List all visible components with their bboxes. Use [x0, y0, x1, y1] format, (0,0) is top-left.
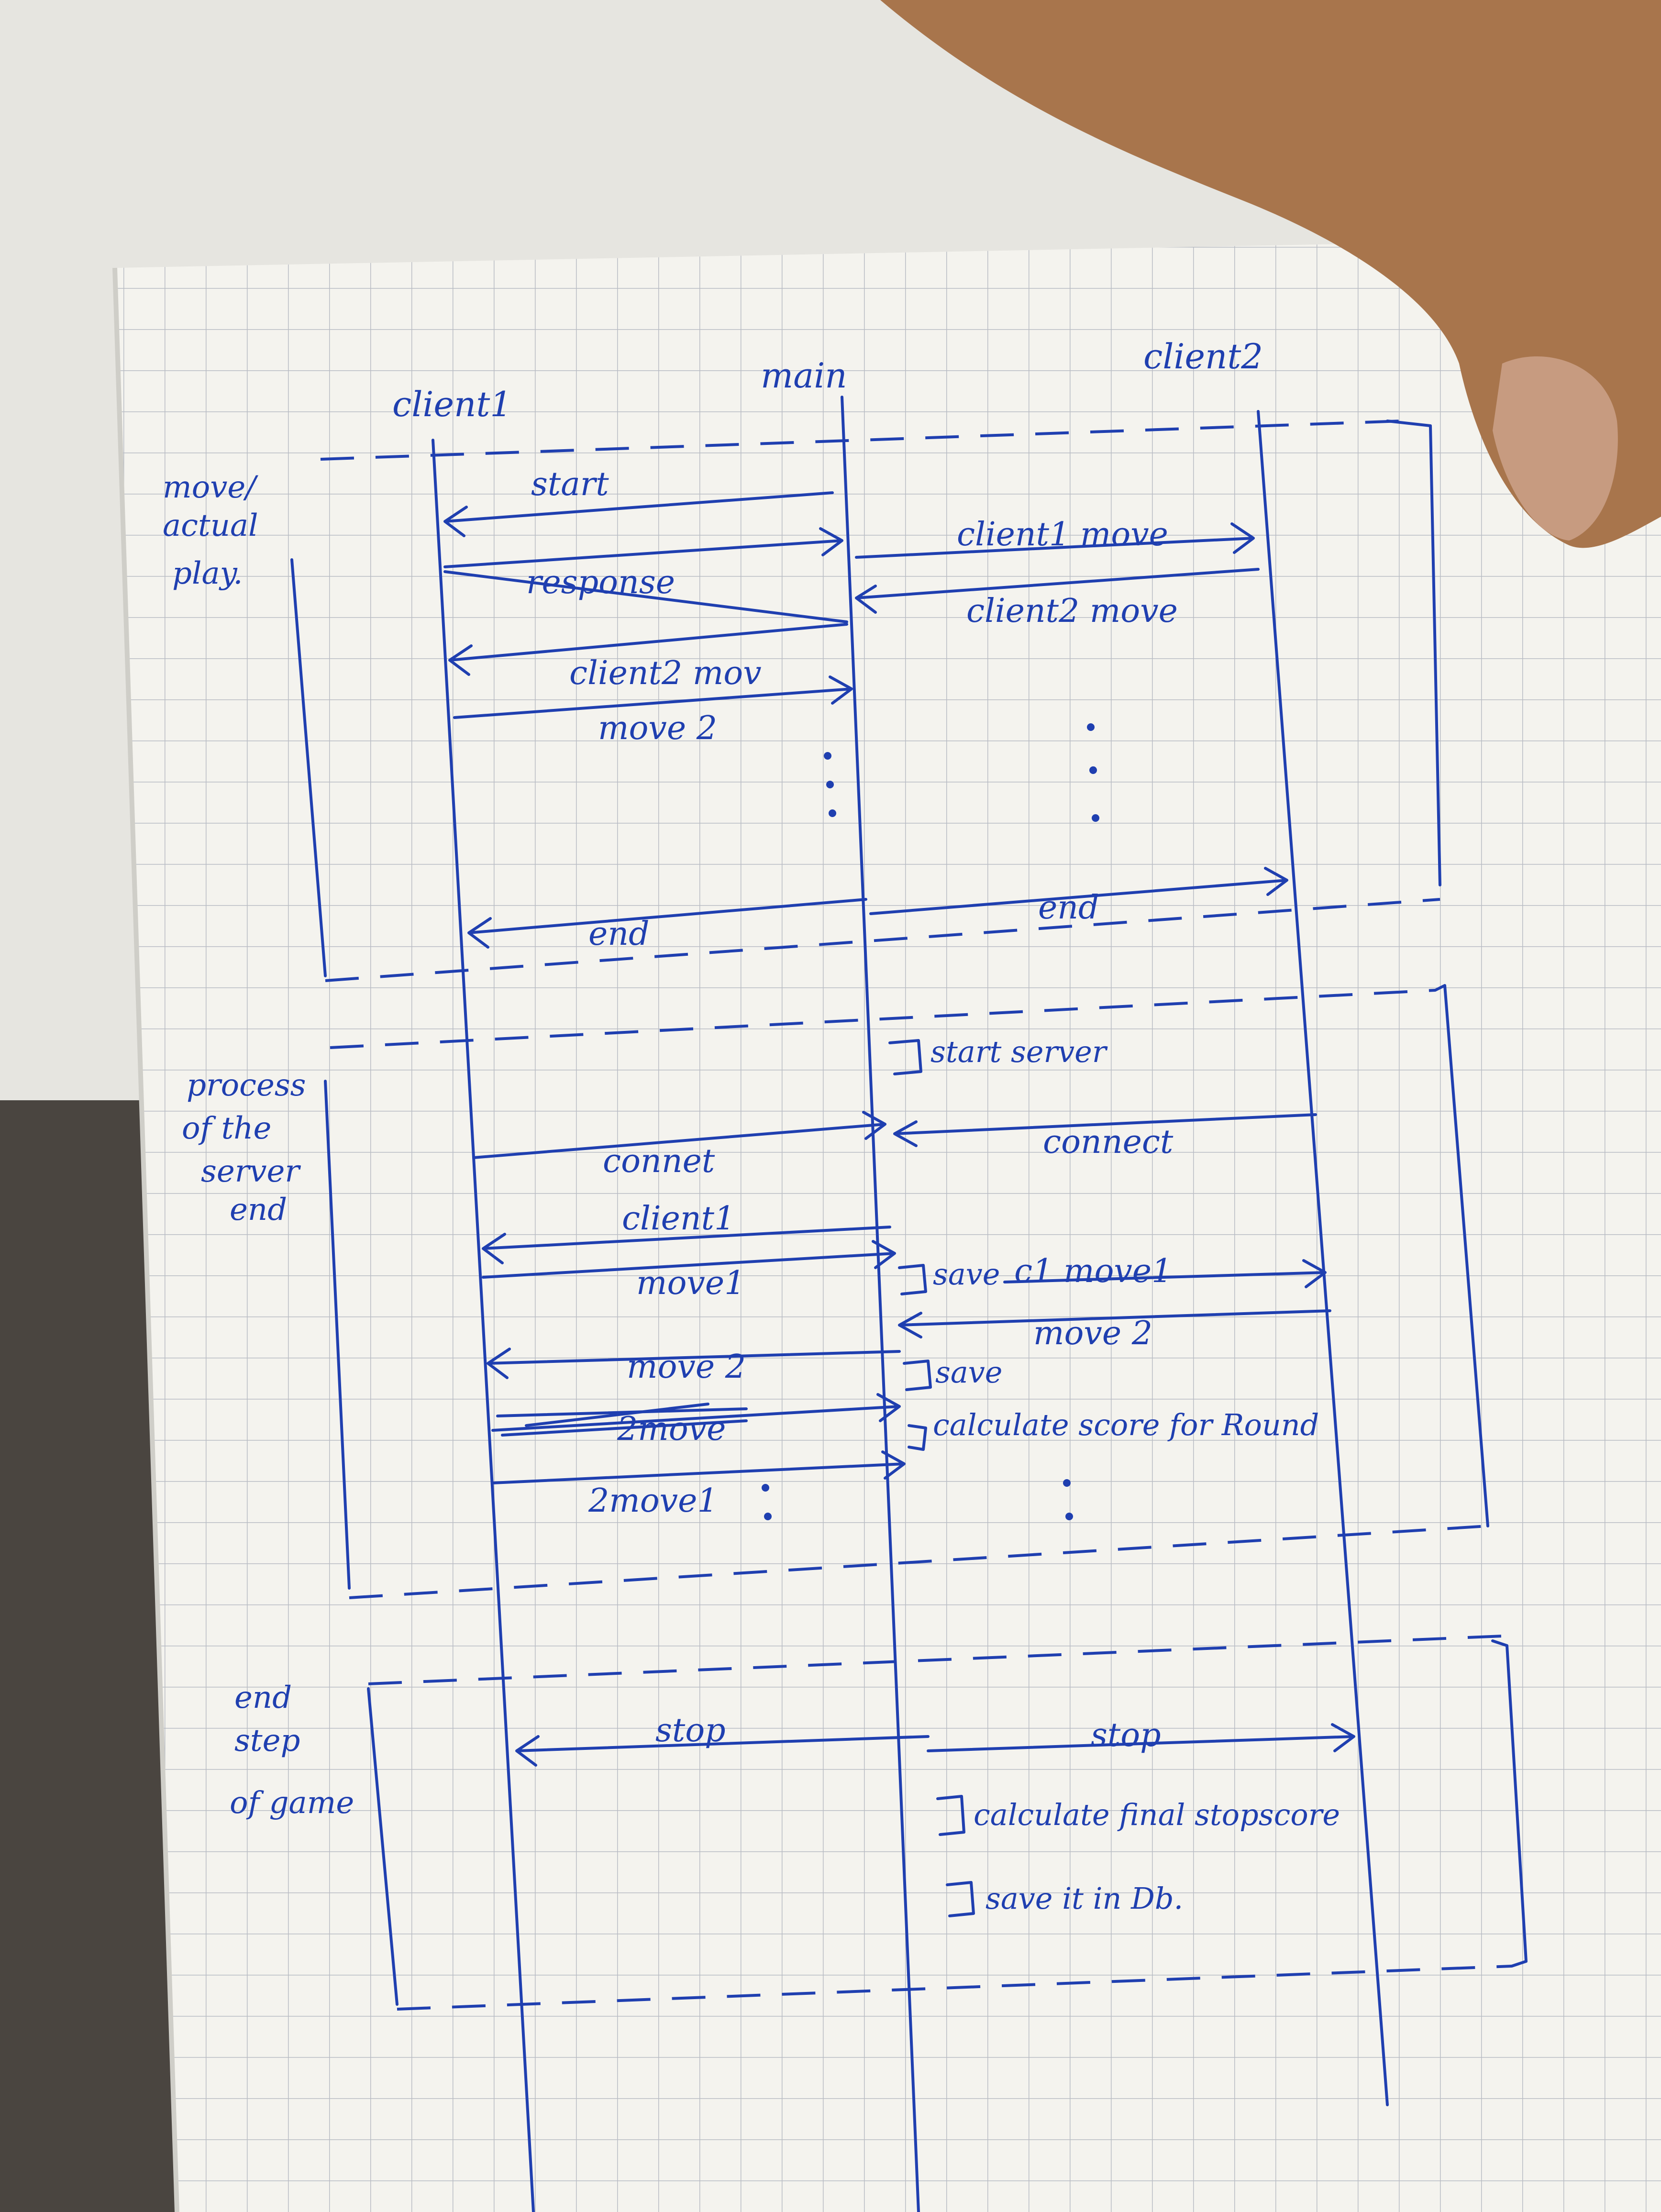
- continuation-dots: [824, 723, 1099, 822]
- svg-text:end: end: [588, 915, 650, 953]
- svg-text:client2 move: client2 move: [966, 592, 1178, 630]
- message-to-main-1: [443, 527, 843, 568]
- fragment-server-end: process of the server end: [182, 984, 1489, 1599]
- svg-text:move 2: move 2: [627, 1348, 746, 1386]
- message-2move1: 2move1: [491, 1450, 906, 1520]
- message-start: start: [443, 465, 834, 537]
- fragment-label-line: step: [234, 1723, 300, 1759]
- note-save-1: save: [898, 1257, 1000, 1295]
- svg-text:move 2: move 2: [1033, 1315, 1152, 1352]
- svg-text:client2 mov: client2 mov: [569, 654, 762, 692]
- message-client1-move: client1 move: [855, 516, 1255, 559]
- svg-text:c1 move1: c1 move1: [1014, 1252, 1172, 1290]
- note-save-2: save: [903, 1355, 1003, 1391]
- fragment-label-line: of the: [182, 1111, 271, 1146]
- message-move2-to-client1: move 2: [487, 1348, 901, 1386]
- svg-text:save: save: [933, 1257, 1000, 1292]
- svg-text:move1: move1: [636, 1264, 745, 1302]
- hand: [880, 0, 1661, 548]
- lifeline-label-client1: client1: [392, 384, 512, 424]
- svg-text:save: save: [935, 1355, 1003, 1390]
- fragment-label-line: process: [187, 1068, 306, 1103]
- svg-text:calculate final stopscore: calculate final stopscore: [974, 1797, 1340, 1832]
- message-end-client2: end: [869, 867, 1288, 927]
- svg-text:connet: connet: [603, 1142, 715, 1180]
- fragment-label-line: move/: [163, 470, 258, 505]
- continuation-dots: [762, 1479, 1073, 1520]
- fragment-label-line: actual: [163, 508, 258, 543]
- fragment-end-step: end step of game: [230, 1635, 1528, 2011]
- note-start-server: start server: [888, 1034, 1108, 1075]
- svg-text:2move1: 2move1: [588, 1482, 718, 1520]
- fragment-label-line: play.: [172, 556, 243, 591]
- lifeline-label-client2: client2: [1143, 336, 1263, 376]
- message-struck-out: 2move: [491, 1393, 901, 1448]
- svg-text:calculate score for Round: calculate score for Round: [933, 1407, 1319, 1442]
- svg-text:connect: connect: [1043, 1123, 1174, 1161]
- svg-text:client1 move: client1 move: [957, 516, 1168, 553]
- svg-text:2move: 2move: [617, 1410, 726, 1448]
- message-client1-move1-to-client2: c1 move1: [1003, 1252, 1327, 1290]
- svg-text:start server: start server: [930, 1034, 1108, 1069]
- lifeline-client2: [1257, 410, 1389, 2106]
- fragment-label-line: end: [230, 1192, 287, 1228]
- message-connect-client2: connect: [893, 1113, 1317, 1161]
- message-client2-move: client2 move: [855, 568, 1260, 630]
- svg-text:response: response: [526, 564, 675, 601]
- message-client1: client1: [482, 1200, 891, 1264]
- fragment-label-line: of game: [230, 1785, 354, 1821]
- svg-text:start: start: [531, 465, 609, 503]
- message-stop-client1: stop: [515, 1712, 930, 1767]
- svg-text:client1: client1: [622, 1200, 735, 1238]
- svg-text:save it in Db.: save it in Db.: [986, 1881, 1183, 1916]
- message-move2: move 2: [453, 675, 853, 747]
- message-stop-client2: stop: [927, 1716, 1355, 1754]
- note-save-db: save it in Db.: [946, 1881, 1183, 1917]
- fragment-label-line: end: [234, 1680, 292, 1715]
- note-calculate-round: calculate score for Round: [908, 1407, 1319, 1451]
- lifeline-main: [841, 396, 920, 2212]
- message-client2-mov: client2 mov: [448, 623, 848, 692]
- message-move2-from-client2: move 2: [898, 1309, 1331, 1352]
- svg-text:move 2: move 2: [598, 709, 717, 747]
- svg-text:stop: stop: [655, 1712, 726, 1749]
- message-connect-client1: connet: [472, 1111, 886, 1180]
- message-response: response: [443, 564, 848, 623]
- lifeline-label-main: main: [761, 355, 847, 396]
- message-move1: move1: [482, 1240, 896, 1302]
- svg-text:stop: stop: [1091, 1716, 1161, 1754]
- lifeline-client1: [432, 439, 535, 2212]
- fragment-actual-play: move/ actual play.: [163, 420, 1441, 982]
- message-end-client1: end: [467, 898, 867, 953]
- fragment-label-line: server: [201, 1154, 301, 1189]
- svg-text:end: end: [1038, 889, 1099, 927]
- note-calculate-final: calculate final stopscore: [936, 1795, 1340, 1836]
